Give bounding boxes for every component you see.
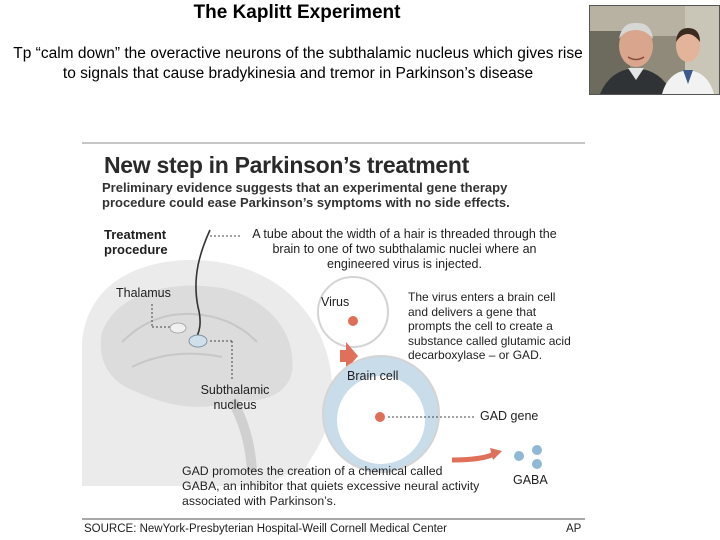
gaba-arrow: [451, 451, 496, 463]
parkinsons-infographic: New step in Parkinson’s treatment Prelim…: [82, 142, 585, 540]
slide-title: The Kaplitt Experiment: [193, 2, 401, 23]
gaba-dot: [514, 451, 524, 461]
graphic-subtitle: Preliminary evidence suggests that an ex…: [102, 180, 510, 210]
researchers-photo: [589, 5, 720, 95]
virus-description: The virus enters a brain cell and delive…: [408, 290, 571, 362]
source-credit: SOURCE: NewYork-Presbyterian Hospital-We…: [84, 523, 448, 535]
gad-gene-label: GAD gene: [480, 409, 539, 423]
gaba-dot: [532, 445, 542, 455]
infographic-artwork: [82, 142, 585, 520]
red-arrow: [340, 342, 358, 370]
gad-gene-dot: [375, 412, 385, 422]
subthalamic-nucleus: [188, 334, 208, 348]
gad-promotes-text: GAD promotes the creation of a chemical …: [182, 464, 480, 508]
tube-description: A tube about the width of a hair is thre…: [252, 227, 557, 271]
virus-label: Virus: [321, 295, 350, 309]
subthalamic-nucleus-label: Subthalamic nucleus: [200, 383, 270, 412]
ap-credit: AP: [566, 523, 582, 535]
gaba-dot: [532, 459, 542, 469]
treatment-procedure-label: Treatment procedure: [104, 227, 168, 257]
graphic-title: New step in Parkinson’s treatment: [104, 152, 470, 178]
virus-particle: [348, 316, 358, 326]
gaba-label: GABA: [513, 473, 548, 487]
thalamus-label: Thalamus: [116, 286, 171, 300]
virus-circle: [317, 276, 389, 348]
brain-cell-label: Brain cell: [347, 369, 399, 383]
tube-line: [193, 229, 211, 341]
slide-body-text: Tp “calm down” the overactive neurons of…: [13, 45, 583, 82]
